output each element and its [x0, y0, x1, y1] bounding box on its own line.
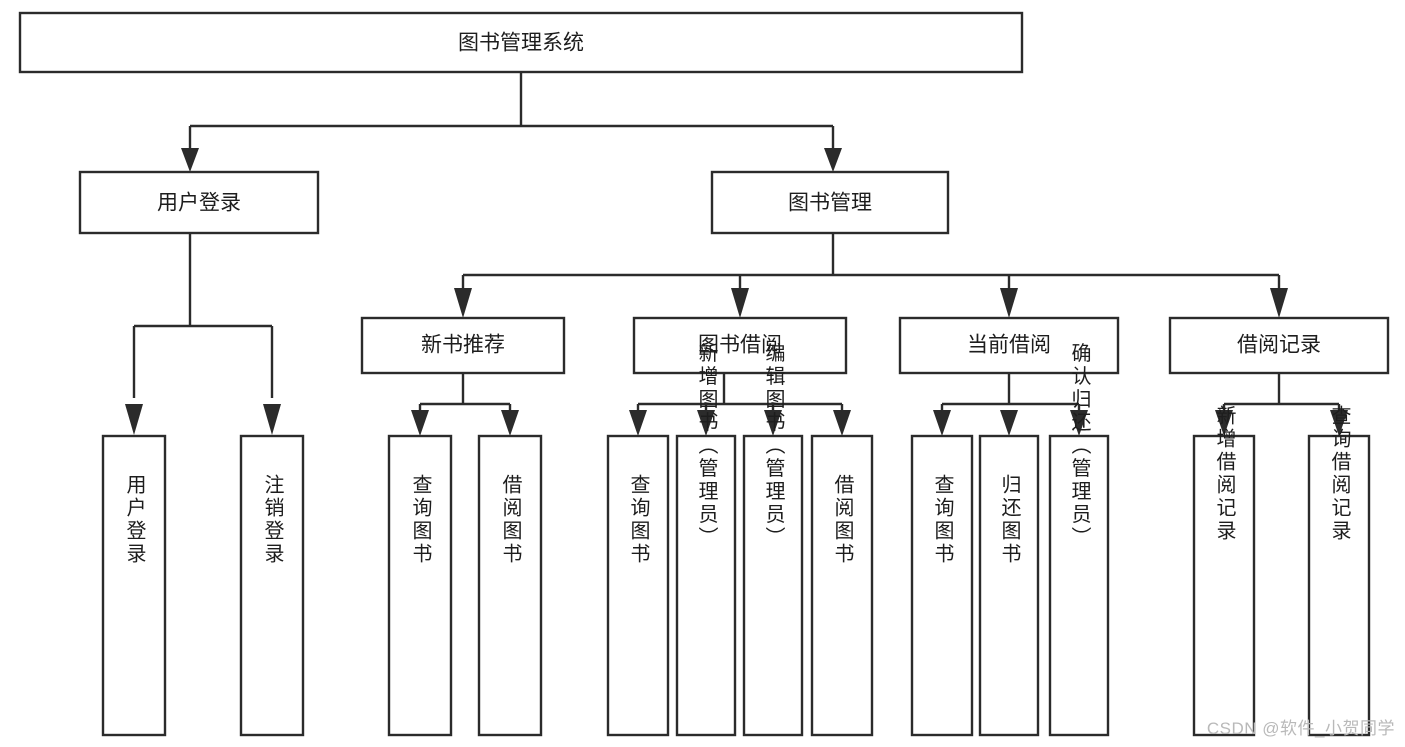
- leaf-query-record[interactable]: 查询借阅记录: [1307, 405, 1371, 737]
- node-book-management[interactable]: 图书管理: [710, 170, 950, 235]
- leaf-edit-book-label: 编辑图书（管理员）: [762, 342, 785, 549]
- leaf-borrow-book-2[interactable]: 借阅图书: [810, 434, 874, 737]
- leaf-add-record[interactable]: 新增借阅记录: [1192, 405, 1256, 737]
- leaf-user-login-label: 用户登录: [123, 474, 146, 566]
- node-book-management-label: 图书管理: [788, 192, 872, 215]
- connector-userlogin-to-leaves: [125, 233, 281, 435]
- leaf-add-record-label: 新增借阅记录: [1213, 405, 1236, 543]
- node-book-borrow[interactable]: 图书借阅: [632, 316, 848, 375]
- leaf-query-book-2-label: 查询图书: [627, 474, 650, 566]
- leaf-confirm-return-label: 确认归还（管理员）: [1068, 342, 1091, 549]
- leaf-user-login[interactable]: 用户登录: [101, 434, 167, 737]
- connector-bookborrow-to-leaves: [629, 373, 851, 436]
- leaf-query-book-3-label: 查询图书: [931, 474, 954, 566]
- node-book-borrow-label: 图书借阅: [698, 334, 782, 357]
- node-root-label: 图书管理系统: [458, 32, 584, 55]
- connector-borrowrecord-to-leaves: [1215, 373, 1348, 436]
- leaf-query-record-label: 查询借阅记录: [1328, 405, 1351, 543]
- leaf-query-book-1[interactable]: 查询图书: [387, 434, 453, 737]
- leaf-confirm-return[interactable]: 确认归还（管理员）: [1048, 342, 1110, 737]
- leaf-borrow-book-2-label: 借阅图书: [831, 474, 854, 566]
- node-borrow-record[interactable]: 借阅记录: [1168, 316, 1390, 375]
- leaf-query-book-2[interactable]: 查询图书: [606, 434, 670, 737]
- node-user-login-label: 用户登录: [157, 192, 241, 215]
- node-current-borrow[interactable]: 当前借阅: [898, 316, 1120, 375]
- node-new-book-recommend[interactable]: 新书推荐: [360, 316, 566, 375]
- leaf-logout-login-label: 注销登录: [261, 474, 284, 566]
- leaf-return-book-label: 归还图书: [998, 474, 1021, 566]
- leaf-logout-login[interactable]: 注销登录: [239, 434, 305, 737]
- leaf-query-book-3[interactable]: 查询图书: [910, 434, 974, 737]
- node-borrow-record-label: 借阅记录: [1237, 334, 1321, 357]
- leaf-edit-book[interactable]: 编辑图书（管理员）: [742, 342, 804, 737]
- connector-root-to-level1: [181, 72, 842, 172]
- connector-newbook-to-leaves: [411, 373, 519, 436]
- leaf-borrow-book-1-label: 借阅图书: [499, 474, 522, 566]
- connector-currentborrow-to-leaves: [933, 373, 1088, 436]
- node-new-book-recommend-label: 新书推荐: [421, 334, 505, 357]
- leaf-borrow-book-1[interactable]: 借阅图书: [477, 434, 543, 737]
- node-current-borrow-label: 当前借阅: [967, 334, 1051, 357]
- leaf-add-book[interactable]: 新增图书（管理员）: [675, 342, 737, 737]
- leaf-return-book[interactable]: 归还图书: [978, 434, 1040, 737]
- leaf-add-book-label: 新增图书（管理员）: [695, 342, 718, 549]
- node-user-login[interactable]: 用户登录: [78, 170, 320, 235]
- leaf-query-book-1-label: 查询图书: [409, 474, 432, 566]
- node-root[interactable]: 图书管理系统: [18, 11, 1024, 74]
- connector-bookmgmt-to-level2: [454, 233, 1288, 318]
